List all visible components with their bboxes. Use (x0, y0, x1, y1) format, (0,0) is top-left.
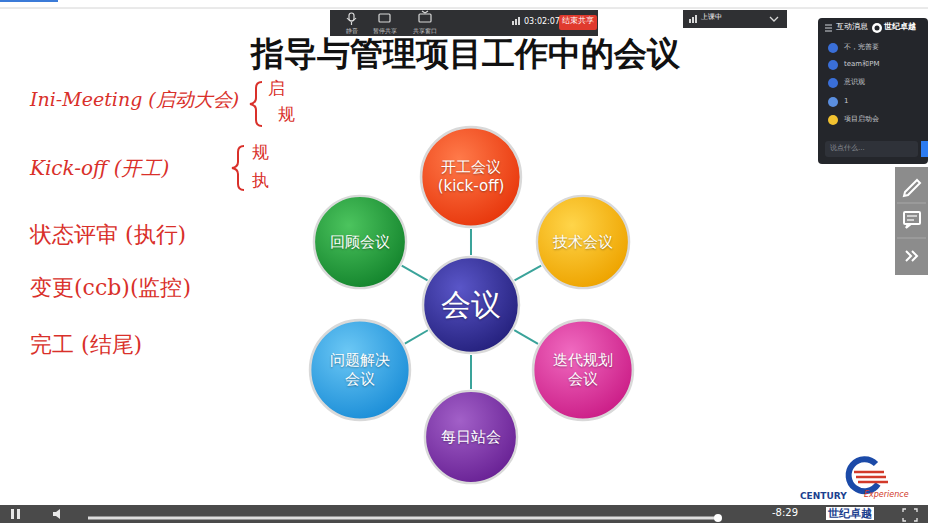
spoke-line (405, 330, 428, 343)
chat-input (825, 141, 918, 157)
logo-word: 世纪卓越 (826, 507, 874, 520)
hand-note: Kick-off (开工) (30, 156, 169, 180)
chat-message: team和PM (844, 60, 879, 68)
volume-icon (53, 509, 60, 519)
meeting-circle: 会议 (421, 255, 521, 355)
status-bar (683, 10, 787, 28)
spoke-line (402, 266, 428, 281)
player-bar (0, 505, 928, 523)
meeting-label: 开工会议 (kick-off) (429, 158, 513, 196)
meeting-circle: 技术会议 (535, 194, 631, 290)
hand-brace (250, 82, 262, 126)
pause-icon (11, 509, 20, 519)
chat-panel (818, 18, 928, 164)
fullscreen-icon (903, 509, 917, 521)
hand-note: 状态评审 (执行) (30, 222, 186, 248)
circle-fill (537, 196, 629, 288)
dropdown-chevron (770, 17, 778, 21)
panel-title: 互动消息 (836, 22, 868, 32)
end-share-text: 结束共享 (559, 16, 597, 26)
chat-message: 不，完善要 (844, 43, 879, 51)
progress-knob (714, 514, 722, 522)
meeting-circle: 每日站会 (423, 389, 519, 485)
spoke-line (470, 355, 472, 389)
status-signal-icon (689, 15, 697, 23)
hand-note: 启 (268, 78, 285, 98)
hand-note: 变更(ccb)(监控) (30, 275, 191, 301)
side-tool-icons (897, 180, 926, 261)
window-rule (0, 8, 928, 9)
chat-message: 意识观 (844, 78, 865, 86)
signal-icon (512, 17, 520, 25)
circle-fill (425, 391, 517, 483)
menu-icon (825, 25, 832, 31)
spoke-line (514, 330, 538, 344)
logo-word: CENTURY (800, 491, 847, 502)
meeting-circle: 问题解决 会议 (308, 318, 412, 422)
end-share-button (559, 15, 597, 30)
chat-message: 1 (844, 97, 848, 105)
meeting-label: 迭代规划 会议 (541, 351, 625, 389)
meeting-label: 每日站会 (441, 428, 501, 447)
share-toolbar (330, 10, 598, 36)
circle-fill (310, 320, 410, 420)
brand-logo (849, 459, 888, 491)
toolbar-caption: 共享窗口 (409, 27, 441, 34)
chat-avatars (828, 43, 838, 125)
circle-fill (423, 257, 519, 353)
meeting-label: 技术会议 (553, 233, 613, 252)
spoke-line (515, 266, 542, 281)
chat-message: 项目启动会 (844, 115, 879, 123)
meeting-label: 会议 (441, 286, 501, 324)
brand-icon-hole (875, 26, 880, 31)
logo-word: Experience (864, 490, 909, 500)
diagram-title: 指导与管理项目工作中的会议 (200, 34, 730, 74)
input-placeholder: 说点什么... (830, 144, 865, 152)
brand-icon (872, 23, 882, 33)
meeting-circle: 回顾会议 (312, 194, 408, 290)
time-remaining: -8:29 (772, 507, 798, 519)
toolbar-caption: 暂停共享 (369, 27, 401, 34)
hand-note: 规 (278, 104, 295, 124)
spoke-line (470, 229, 472, 255)
hand-note: 执 (252, 170, 269, 190)
hand-note: 完工 (结尾) (30, 332, 142, 358)
brand-name: 世纪卓越 (884, 22, 916, 32)
hand-note: Ini-Meeting (启动大会) (30, 88, 239, 111)
side-toolbar (895, 167, 928, 275)
meeting-circle: 迭代规划 会议 (531, 318, 635, 422)
session-timer: 03:02:07 (524, 17, 560, 27)
tab-indicator (0, 0, 58, 2)
status-text: 上课中 (701, 13, 722, 21)
progress-track (88, 517, 720, 520)
send-button (921, 141, 928, 157)
hand-brace (232, 146, 244, 190)
toolbar-icons (347, 11, 431, 25)
toolbar-caption: 静音 (338, 27, 366, 34)
circle-fill (421, 127, 521, 227)
meeting-label: 回顾会议 (330, 233, 390, 252)
circle-fill (314, 196, 406, 288)
hand-note: 规 (252, 142, 269, 162)
meeting-circle: 开工会议 (kick-off) (419, 125, 523, 229)
meeting-label: 问题解决 会议 (318, 351, 402, 389)
circle-fill (533, 320, 633, 420)
